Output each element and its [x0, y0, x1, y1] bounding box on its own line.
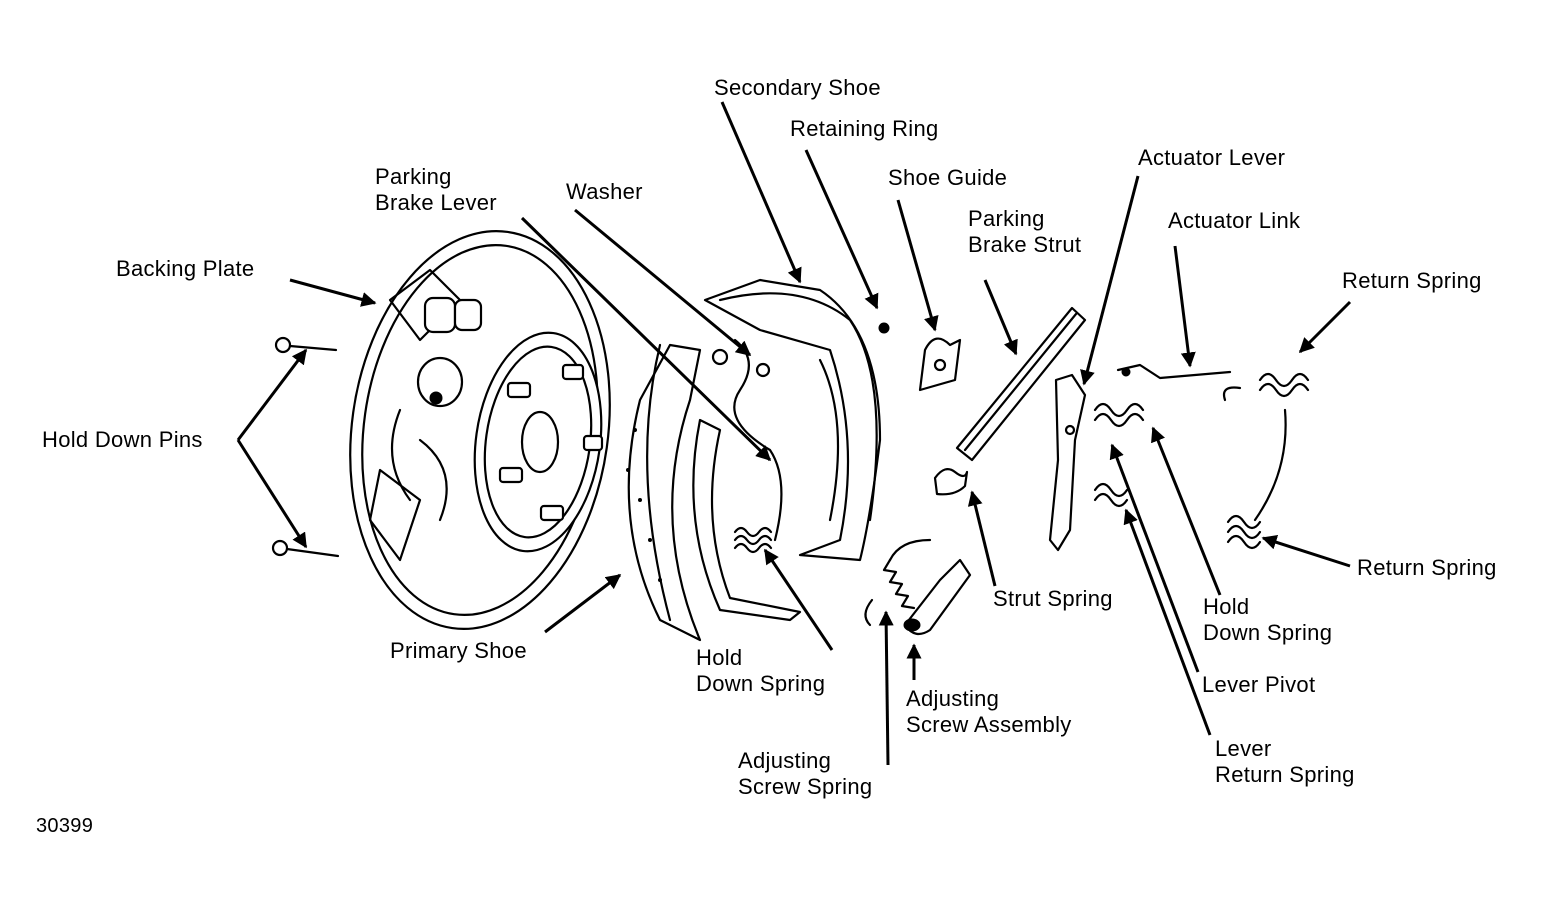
label-return-spring-bottom: Return Spring: [1357, 555, 1497, 580]
figure-number: 30399: [36, 815, 94, 837]
label-shoe-guide: Shoe Guide: [888, 165, 1008, 190]
parking-brake-lever-drawing: [711, 338, 783, 542]
axle-flange-drawing: [473, 331, 604, 553]
label-primary-shoe: Primary Shoe: [390, 638, 527, 663]
label-return-spring-top: Return Spring: [1342, 268, 1482, 293]
label-lever-pivot: Lever Pivot: [1202, 672, 1316, 697]
actuator-link-drawing: [1116, 363, 1232, 380]
label-backing-plate: Backing Plate: [116, 256, 255, 281]
label-washer: Washer: [566, 179, 643, 204]
hold-down-pins-drawing: [271, 336, 340, 558]
label-hold-down-spring-right: Hold Down Spring: [1203, 594, 1333, 645]
primary-shoe-drawing: [626, 343, 802, 642]
leader-lines: [236, 101, 1352, 766]
label-adjusting-screw-assembly: Adjusting Screw Assembly: [906, 686, 1072, 737]
label-parking-brake-strut: Parking Brake Strut: [968, 206, 1082, 257]
adjusting-screw-spring-drawing: [864, 538, 932, 627]
hold-down-spring-center-drawing: [733, 526, 773, 554]
secondary-shoe-drawing: [703, 278, 882, 562]
parking-brake-strut-drawing: [955, 306, 1087, 462]
shoe-guide-drawing: [918, 337, 962, 392]
strut-spring-drawing: [933, 468, 969, 496]
return-spring-bottom-drawing: [1226, 408, 1287, 550]
label-adjusting-screw-spring: Adjusting Screw Spring: [738, 748, 873, 799]
label-parking-brake-lever: Parking Brake Lever: [375, 164, 497, 215]
actuator-lever-drawing: [1048, 373, 1087, 552]
label-hold-down-spring-center: Hold Down Spring: [696, 645, 826, 696]
label-actuator-lever: Actuator Lever: [1138, 145, 1286, 170]
lever-return-spring-drawing: [1093, 482, 1129, 508]
label-strut-spring: Strut Spring: [993, 586, 1113, 611]
label-actuator-link: Actuator Link: [1168, 208, 1301, 233]
label-lever-return-spring: Lever Return Spring: [1215, 736, 1355, 787]
label-secondary-shoe: Secondary Shoe: [714, 75, 881, 100]
return-spring-top-drawing: [1222, 372, 1310, 402]
adjusting-screw-assembly-drawing: [903, 558, 972, 636]
label-retaining-ring: Retaining Ring: [790, 116, 939, 141]
hold-down-spring-right-drawing: [1093, 402, 1145, 428]
label-hold-down-pins: Hold Down Pins: [42, 427, 203, 452]
retaining-ring-drawing: [878, 322, 890, 334]
